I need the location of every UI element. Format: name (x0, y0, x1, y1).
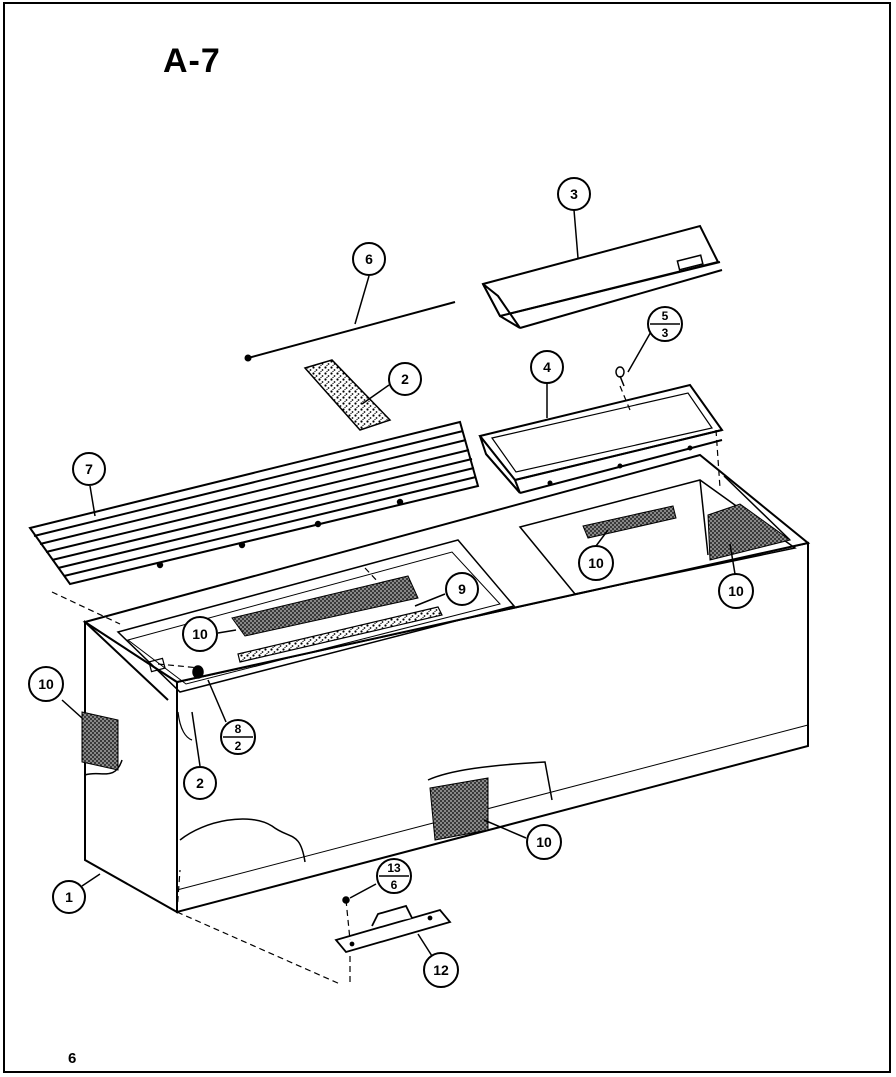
svg-text:9: 9 (458, 581, 466, 597)
svg-text:10: 10 (588, 555, 604, 571)
filter-strip (303, 359, 392, 431)
svg-text:4: 4 (543, 359, 551, 375)
svg-text:8: 8 (235, 722, 242, 736)
fraction-callout-13-6: 13 6 (376, 858, 412, 894)
callout-6: 6 (352, 242, 386, 276)
svg-text:13: 13 (387, 861, 401, 875)
callout-1: 1 (52, 880, 86, 914)
assembly-lines (51, 385, 721, 985)
callout-4: 4 (530, 350, 564, 384)
svg-text:6: 6 (365, 251, 373, 267)
svg-text:10: 10 (728, 583, 744, 599)
top-cover (481, 224, 723, 329)
callout-12: 12 (423, 952, 459, 988)
svg-text:10: 10 (38, 676, 54, 692)
fraction-callout-5-3: 5 3 (647, 306, 683, 342)
mounting-bracket (334, 904, 452, 954)
svg-text:7: 7 (85, 461, 93, 477)
callout-10-right: 10 (718, 573, 754, 609)
rod (244, 301, 456, 362)
svg-text:12: 12 (433, 962, 449, 978)
insulation-pads (81, 503, 792, 841)
svg-text:10: 10 (536, 834, 552, 850)
svg-text:6: 6 (391, 878, 398, 892)
fraction-callout-8-2: 8 2 (220, 719, 256, 755)
grille (28, 420, 480, 586)
callout-3: 3 (557, 177, 591, 211)
leader-lines (61, 209, 736, 957)
screw-front (192, 665, 204, 679)
svg-text:2: 2 (196, 775, 204, 791)
screw-upper (615, 366, 625, 387)
callout-2-front: 2 (183, 766, 217, 800)
svg-text:10: 10 (192, 626, 208, 642)
tray (478, 383, 724, 494)
callout-9: 9 (445, 572, 479, 606)
sheet-title: A-7 (163, 42, 221, 80)
svg-text:5: 5 (662, 309, 669, 323)
callout-10-left: 10 (28, 666, 64, 702)
gasket-strip (237, 606, 443, 663)
svg-text:3: 3 (570, 186, 578, 202)
svg-text:1: 1 (65, 889, 73, 905)
callout-10-opening: 10 (182, 616, 218, 652)
svg-text:2: 2 (235, 739, 242, 753)
callout-2-top: 2 (388, 362, 422, 396)
callout-10-compartment: 10 (578, 545, 614, 581)
sheet-border (3, 2, 891, 1073)
svg-text:2: 2 (401, 371, 409, 387)
svg-text:3: 3 (662, 326, 669, 340)
callout-7: 7 (72, 452, 106, 486)
page-number: 6 (68, 1050, 77, 1067)
callout-10-lower: 10 (526, 824, 562, 860)
